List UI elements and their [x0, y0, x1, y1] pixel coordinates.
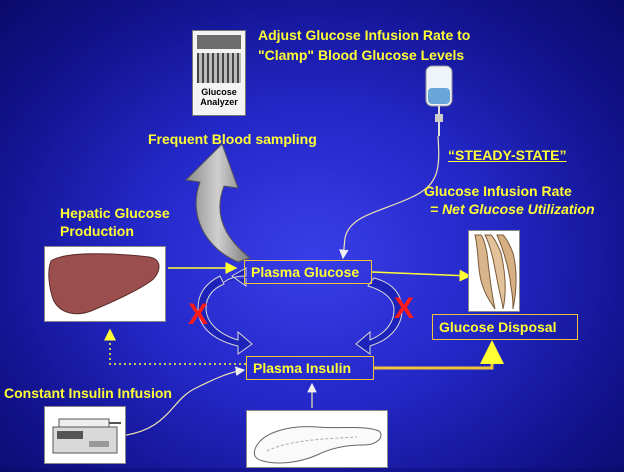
right-loop-arrow — [355, 277, 403, 355]
analyzer-label-line-2: Analyzer — [200, 97, 238, 107]
plasma-glucose-box: Plasma Glucose — [244, 260, 372, 284]
left-x-mark: X — [188, 298, 209, 331]
liver-icon — [44, 246, 166, 322]
plasma-insulin-box: Plasma Insulin — [246, 356, 374, 380]
insulin-to-liver-dotted — [104, 328, 246, 365]
title-line-2: "Clamp" Blood Glucose Levels — [258, 47, 465, 63]
analyzer-label-line-1: Glucose — [201, 87, 237, 97]
steady-state-label: “STEADY-STATE” — [448, 147, 567, 163]
glucose-analyzer-icon: Glucose Analyzer — [192, 30, 246, 116]
infusion-rate-line-2: = Net Glucose Utilization — [430, 201, 595, 217]
infusion-rate-line-1: Glucose Infusion Rate — [424, 183, 572, 199]
sampling-big-arrow — [184, 143, 252, 263]
hepatic-label-line-2: Production — [60, 223, 134, 239]
muscle-icon — [468, 230, 520, 312]
iv-bag-icon — [425, 65, 453, 136]
title-line-1: Adjust Glucose Infusion Rate to — [258, 27, 471, 43]
pump-to-insulin-line — [119, 366, 246, 437]
glucose-to-muscle-arrow — [371, 269, 472, 282]
iv-to-glucose-line — [339, 135, 440, 260]
constant-insulin-label: Constant Insulin Infusion — [4, 385, 172, 401]
frequent-sampling-label: Frequent Blood sampling — [148, 131, 317, 147]
left-loop-arrow — [197, 275, 253, 355]
hepatic-label-line-1: Hepatic Glucose — [60, 205, 170, 221]
insulin-to-disposal-arrow — [374, 340, 504, 370]
syringe-pump-icon — [44, 406, 126, 464]
right-x-mark: X — [394, 292, 415, 325]
pancreas-icon — [246, 410, 388, 468]
glucose-disposal-box: Glucose Disposal — [432, 314, 578, 340]
